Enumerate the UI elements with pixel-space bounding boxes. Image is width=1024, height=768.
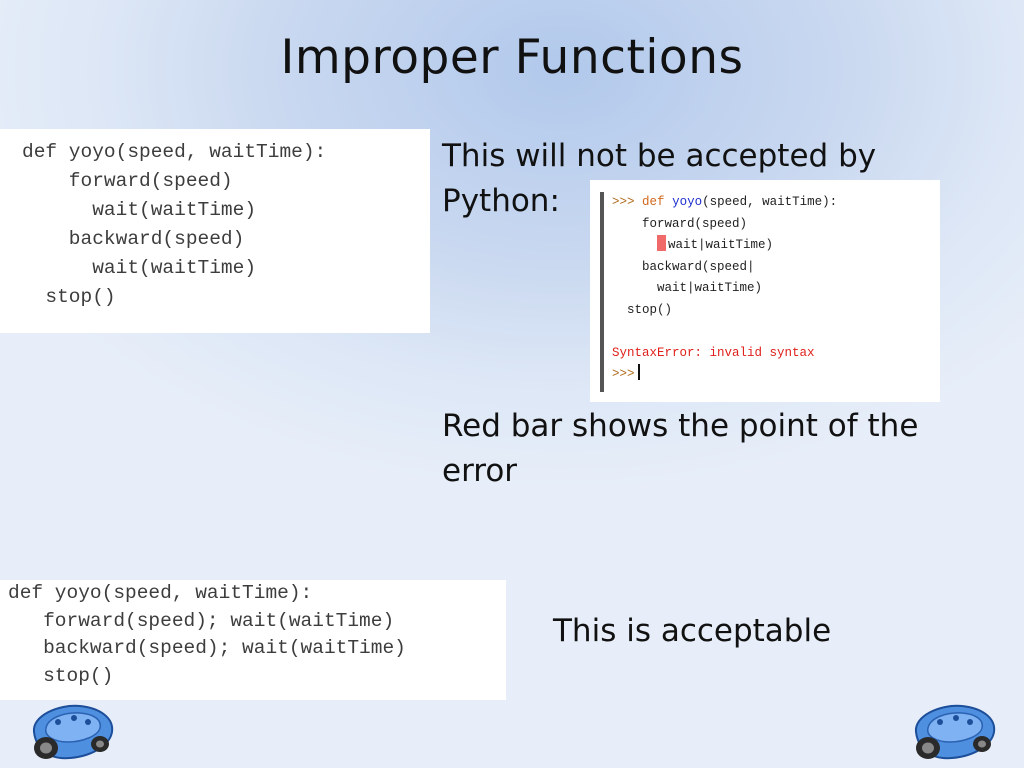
slide-title: Improper Functions [280, 30, 744, 85]
code-line: stop() [22, 286, 116, 308]
text-cursor [637, 364, 640, 380]
robot-icon [32, 704, 114, 760]
code-line: def yoyo(speed, waitTime): [8, 582, 313, 604]
code-line: wait(waitTime) [22, 257, 257, 279]
shell-line: forward(speed) [612, 216, 748, 231]
function-name: yoyo [672, 195, 703, 209]
shell-line: stop() [612, 302, 673, 317]
code-line: forward(speed); wait(waitTime) [8, 609, 395, 632]
acceptable-code-block: def yoyo(speed, waitTime): forward(speed… [0, 580, 506, 700]
signature-rest: (speed, waitTime): [702, 195, 838, 209]
shell-line: wait|waitTime) [668, 238, 774, 252]
code-line: def yoyo(speed, waitTime): [22, 141, 327, 163]
shell-lines: >>> def yoyo(speed, waitTime): forward(s… [612, 192, 837, 386]
code-line: wait(waitTime) [22, 199, 257, 221]
robot-icon [914, 704, 996, 760]
shell-line: wait|waitTime) [612, 281, 763, 295]
error-point-red-bar [657, 235, 667, 251]
code-line: forward(speed) [22, 170, 233, 192]
code-line: stop() [8, 664, 114, 687]
shell-end-prompt: >>> [612, 367, 635, 381]
code-line: backward(speed); wait(waitTime) [8, 637, 406, 659]
shell-left-bar [600, 192, 604, 392]
shell-prompt: >>> [612, 195, 635, 209]
syntax-error-message: SyntaxError: invalid syntax [612, 345, 815, 360]
code-line: backward(speed) [22, 228, 245, 250]
acceptable-text: This is acceptable [553, 613, 832, 649]
python-shell-screenshot: >>> def yoyo(speed, waitTime): forward(s… [590, 180, 940, 402]
def-keyword: def [642, 195, 665, 209]
improper-code-block: def yoyo(speed, waitTime): forward(speed… [0, 129, 430, 333]
not-accepted-text: This will not be accepted by Python: [442, 138, 877, 219]
shell-line: backward(speed| [612, 259, 755, 274]
red-bar-explanation: Red bar shows the point of the error [442, 408, 919, 489]
